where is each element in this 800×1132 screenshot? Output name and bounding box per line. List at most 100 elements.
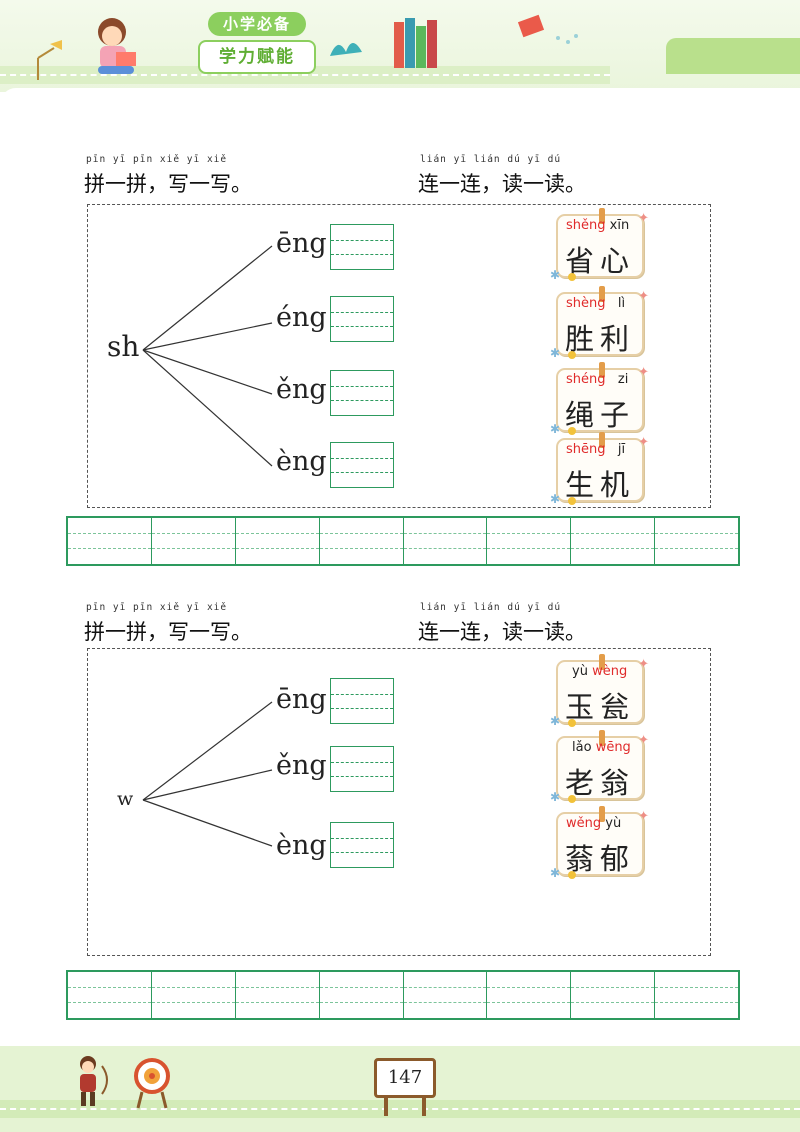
- pin-icon: [599, 286, 605, 302]
- writing-cell[interactable]: [403, 518, 488, 564]
- pin-icon: [599, 806, 605, 822]
- writing-cell[interactable]: [319, 972, 404, 1018]
- word-card[interactable]: lǎo wēng 老翁 ✦ ✱: [550, 730, 649, 804]
- writing-cell[interactable]: [151, 972, 236, 1018]
- brand-logo: 小学必备 学力赋能: [198, 12, 316, 76]
- dot-icon: [568, 427, 576, 435]
- header-road-dashes: [0, 74, 610, 76]
- writing-box[interactable]: [330, 678, 394, 724]
- footer-road-dashes: [0, 1108, 800, 1110]
- card-word: 老翁: [564, 766, 635, 800]
- card-word: 胜利: [564, 322, 635, 356]
- writing-cell[interactable]: [235, 518, 320, 564]
- final-item: ēng: [276, 228, 327, 259]
- card-word: 生机: [564, 468, 635, 502]
- instruction-right: 连一连，读一读。: [418, 172, 586, 196]
- writing-cell[interactable]: [487, 972, 572, 1018]
- writing-strip-1[interactable]: [66, 516, 740, 566]
- writing-strip-2[interactable]: [66, 970, 740, 1020]
- writing-cell[interactable]: [151, 518, 236, 564]
- exercise-box-1: [87, 204, 711, 508]
- instruction-left-pinyin: pīn yī pīn xiě yī xiě: [86, 154, 228, 165]
- splash-icon: ✱: [550, 790, 561, 804]
- brand-subtitle: 学力赋能: [198, 40, 316, 74]
- exercise-box-2: [87, 648, 711, 956]
- card-pinyin: shéng zi: [566, 372, 629, 387]
- writing-box[interactable]: [330, 746, 394, 792]
- dot-icon: [568, 351, 576, 359]
- writing-box[interactable]: [330, 224, 394, 270]
- plant-icon: [330, 43, 362, 56]
- writing-cell[interactable]: [235, 972, 320, 1018]
- word-card[interactable]: wěng yù 蓊郁 ✦ ✱: [550, 806, 649, 880]
- star-icon: ✦: [638, 733, 649, 748]
- writing-cell[interactable]: [403, 972, 488, 1018]
- splash-icon: ✱: [550, 866, 561, 880]
- word-card[interactable]: shèng lì 胜利 ✦ ✱: [550, 286, 649, 360]
- dot-icon: [568, 795, 576, 803]
- instruction-left: 拼一拼，写一写。: [84, 620, 252, 644]
- word-card[interactable]: shēng jī 生机 ✦ ✱: [550, 432, 649, 506]
- splash-icon: ✱: [550, 268, 561, 282]
- dot-icon: [568, 871, 576, 879]
- books-icon: [394, 18, 437, 68]
- writing-cell[interactable]: [571, 972, 656, 1018]
- dot-icon: [568, 273, 576, 281]
- writing-box[interactable]: [330, 442, 394, 488]
- final-item: èng: [276, 446, 327, 477]
- star-icon: ✦: [638, 657, 649, 672]
- card-word: 绳子: [564, 398, 635, 432]
- final-item: ēng: [276, 684, 327, 715]
- writing-cell[interactable]: [655, 972, 738, 1018]
- word-card[interactable]: yù wèng 玉瓮 ✦ ✱: [550, 654, 649, 728]
- star-icon: ✦: [638, 211, 649, 226]
- star-icon: ✦: [638, 289, 649, 304]
- instruction-left-pinyin: pīn yī pīn xiě yī xiě: [86, 602, 228, 613]
- writing-cell[interactable]: [487, 518, 572, 564]
- writing-box[interactable]: [330, 822, 394, 868]
- instruction-right-pinyin: lián yī lián dú yī dú: [420, 602, 562, 613]
- final-item: éng: [276, 302, 327, 333]
- pin-icon: [599, 208, 605, 224]
- final-item: ěng: [276, 374, 327, 405]
- header-tab: [666, 38, 800, 74]
- splash-icon: ✱: [550, 346, 561, 360]
- writing-cell[interactable]: [571, 518, 656, 564]
- archer-icon: [80, 1056, 170, 1109]
- writing-box[interactable]: [330, 296, 394, 342]
- writing-cell[interactable]: [319, 518, 404, 564]
- flying-book-icon: [517, 14, 578, 44]
- splash-icon: ✱: [550, 714, 561, 728]
- card-word: 蓊郁: [564, 842, 635, 876]
- final-item: èng: [276, 830, 327, 861]
- card-word: 玉瓮: [564, 690, 635, 724]
- writing-box[interactable]: [330, 370, 394, 416]
- star-icon: ✦: [638, 365, 649, 380]
- page-number: 147: [374, 1058, 436, 1098]
- card-word: 省心: [564, 244, 635, 278]
- writing-cell[interactable]: [655, 518, 738, 564]
- star-icon: ✦: [638, 435, 649, 450]
- writing-cell[interactable]: [68, 518, 152, 564]
- card-pinyin: shěng xīn: [566, 218, 630, 233]
- word-card[interactable]: shěng xīn 省心 ✦ ✱: [550, 208, 649, 282]
- easel-leg: [384, 1096, 388, 1116]
- card-pinyin: lǎo wēng: [572, 740, 631, 755]
- pin-icon: [599, 730, 605, 746]
- star-icon: ✦: [638, 809, 649, 824]
- card-pinyin: wěng yù: [566, 816, 622, 831]
- easel-leg: [422, 1096, 426, 1116]
- instruction-right-pinyin: lián yī lián dú yī dú: [420, 154, 562, 165]
- final-item: ěng: [276, 750, 327, 781]
- dot-icon: [568, 497, 576, 505]
- card-pinyin: shèng lì: [566, 296, 626, 311]
- pin-icon: [599, 362, 605, 378]
- pin-icon: [599, 432, 605, 448]
- reading-girl-icon: [37, 18, 136, 80]
- word-card[interactable]: shéng zi 绳子 ✦ ✱: [550, 362, 649, 436]
- initial-sh: sh: [107, 330, 140, 363]
- splash-icon: ✱: [550, 492, 561, 506]
- instruction-left: 拼一拼，写一写。: [84, 172, 252, 196]
- writing-cell[interactable]: [68, 972, 152, 1018]
